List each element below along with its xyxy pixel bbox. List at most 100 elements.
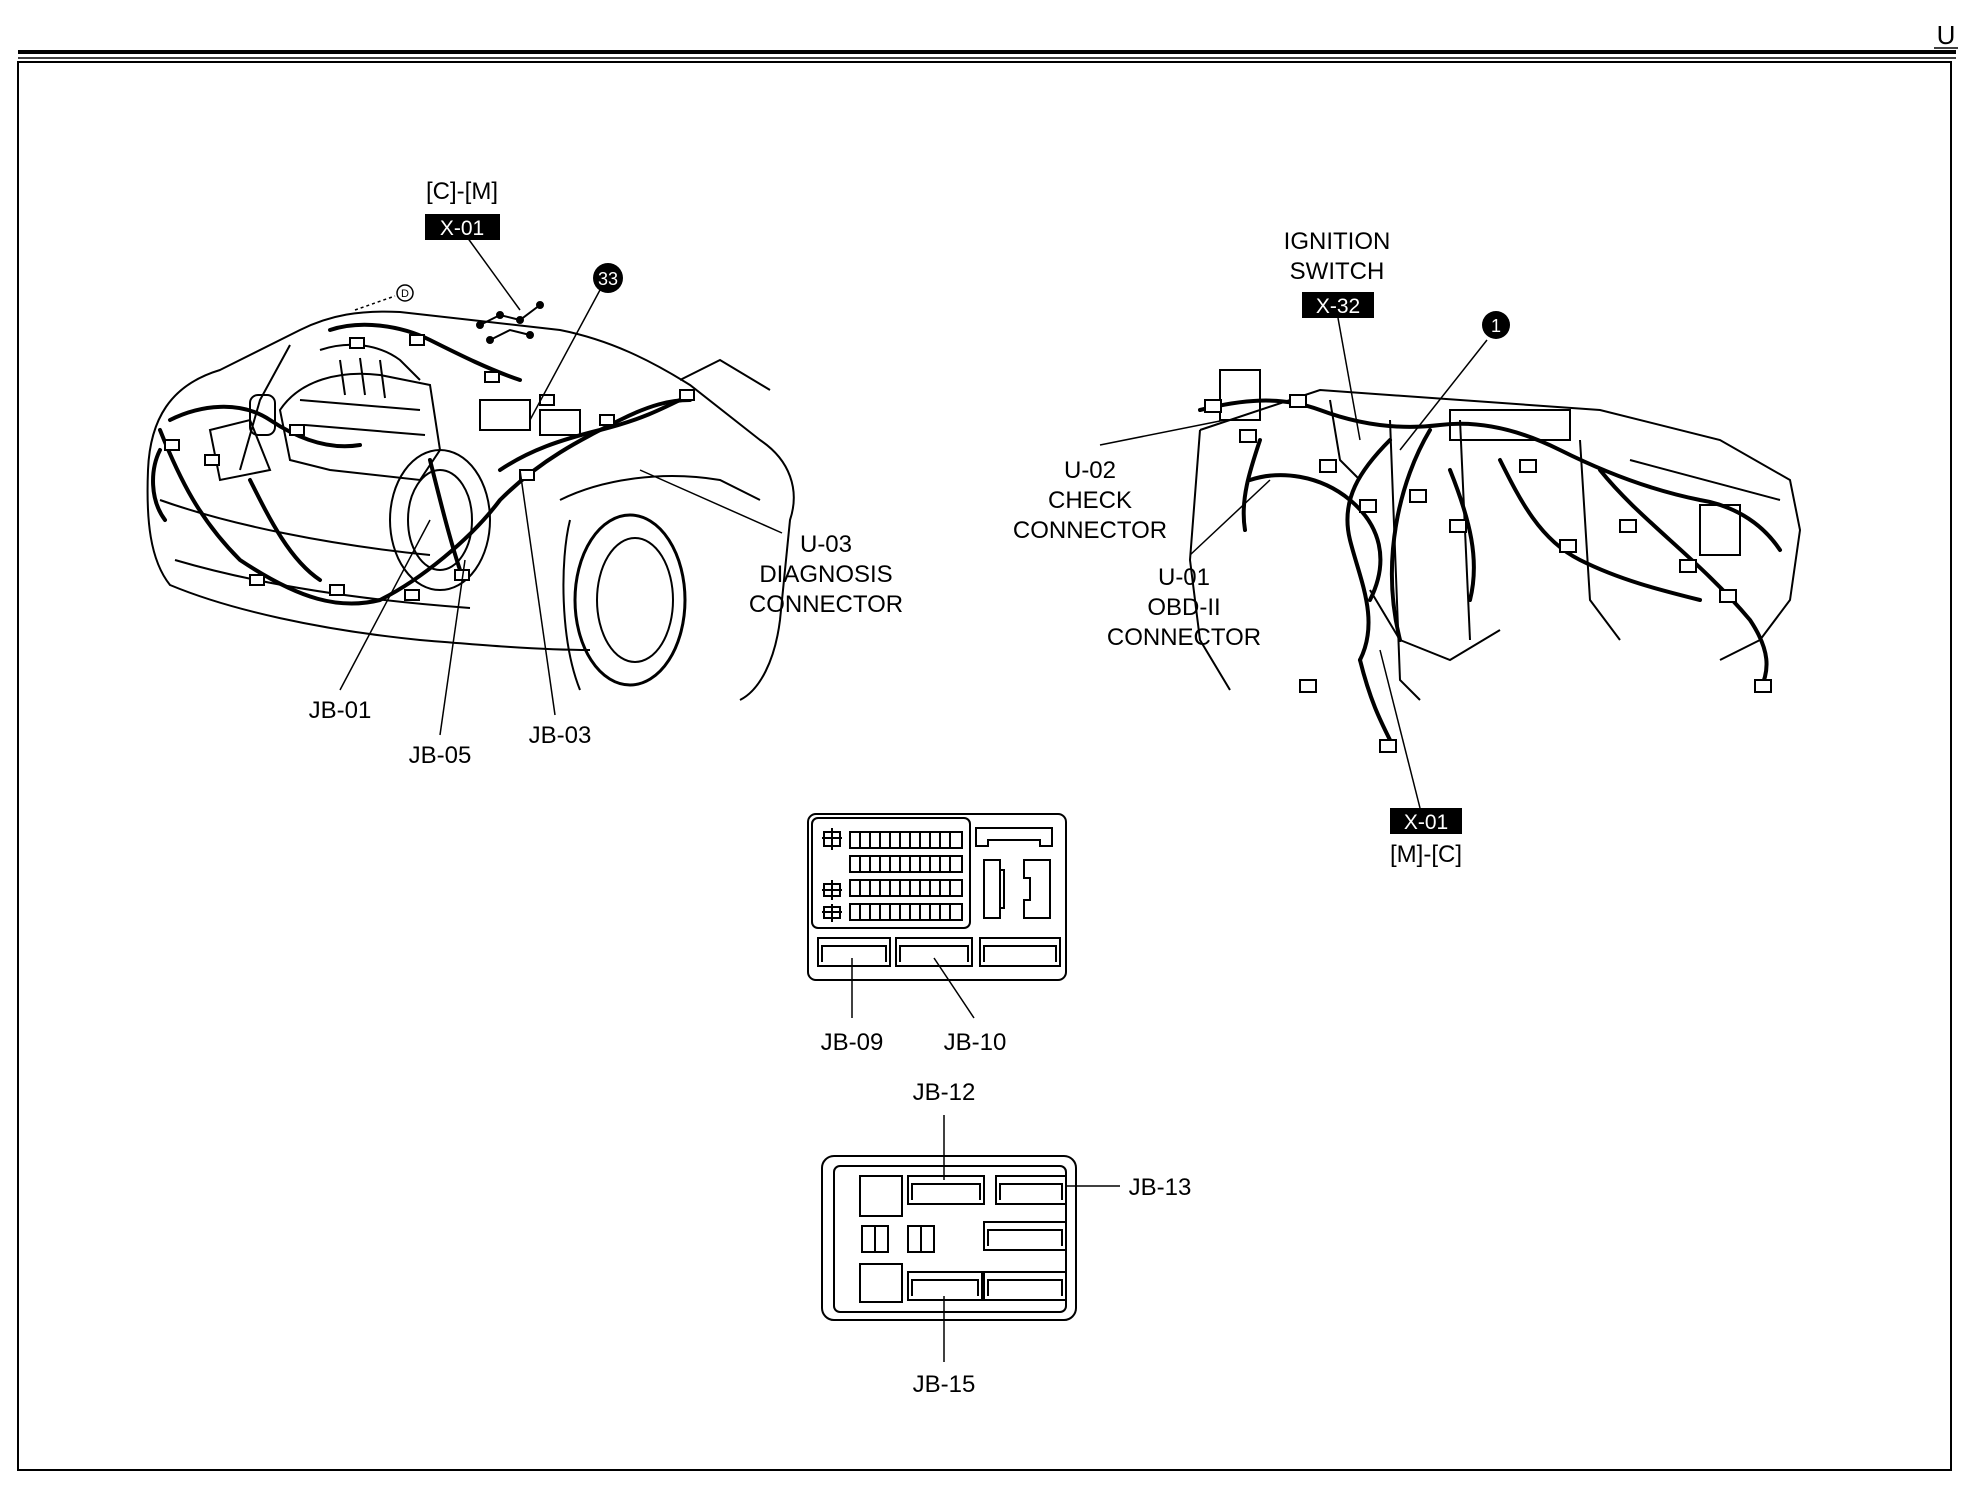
leader-u01 [1189, 479, 1271, 556]
connector [1719, 589, 1737, 603]
relay-mid-connector [983, 1221, 1067, 1251]
dash-steering-column [1329, 399, 1361, 481]
leader-jb10 [933, 957, 975, 1019]
badge-33: 33 [593, 263, 623, 293]
section-letter: U [1937, 20, 1956, 50]
engine-block [278, 372, 442, 482]
tag-x01-bottom: X-01 [1390, 808, 1462, 834]
junction-block-panel [807, 813, 1067, 981]
relay-bottom-right-connector [983, 1271, 1067, 1301]
dashboard-leaders [1099, 317, 1488, 809]
pin [536, 301, 544, 309]
fuse-row [849, 879, 963, 897]
label-c-m: [C]-[M] [426, 178, 498, 205]
connector [1449, 519, 1467, 533]
dash-top-outline [1199, 388, 1802, 661]
fuse-row-3 [849, 879, 963, 897]
connector [1619, 519, 1637, 533]
car-hood-outline [147, 310, 795, 701]
relay-square-top [859, 1175, 903, 1217]
leader-jb03 [519, 469, 556, 716]
engine-wiring-harness [151, 322, 692, 606]
label-jb03: JB-03 [529, 722, 592, 749]
label-jb15: JB-15 [913, 1371, 976, 1398]
label-jb13: JB-13 [1129, 1174, 1192, 1201]
label-u01-line2: OBD-II [1147, 594, 1220, 621]
connector [349, 337, 365, 349]
label-u03-line2: DIAGNOSIS [759, 561, 892, 588]
d-marker-circle [396, 284, 414, 302]
connector [249, 574, 265, 586]
engine-leaders [339, 236, 783, 736]
leader-33 [529, 289, 601, 421]
diagram-frame [17, 61, 1952, 1471]
jb09-connector [817, 937, 891, 967]
relay-symbol-3 [822, 904, 842, 922]
jb-side-connector-2 [1023, 859, 1051, 919]
connector [204, 454, 220, 466]
ground-marker-d: D [354, 284, 414, 311]
connector [484, 371, 500, 383]
label-jb12: JB-12 [913, 1079, 976, 1106]
relay-box-inner [833, 1165, 1067, 1313]
page-header: U [18, 20, 1958, 59]
dash-center-column [1389, 419, 1421, 701]
harness-branch-3 [151, 448, 167, 522]
connector [289, 424, 305, 436]
fuse-box-engine [539, 409, 581, 436]
reservoir [249, 394, 276, 436]
badge-1: 1 [1482, 311, 1510, 339]
fuse-dividers [859, 904, 951, 920]
connector [1409, 489, 1427, 503]
dash-lower-panel [1369, 589, 1501, 662]
jb-panel-outline [807, 813, 1067, 981]
leader-u02 [1099, 419, 1226, 446]
jb12-connector-inner [911, 1183, 981, 1200]
tag-x01-top-bg [425, 214, 500, 240]
connector [1679, 559, 1697, 573]
fuse-row-4 [849, 903, 963, 921]
leader-x01-top [466, 236, 521, 311]
dashboard-connectors [1204, 394, 1772, 753]
intake-runners [339, 357, 386, 399]
leader-jb05 [439, 559, 466, 736]
connector [1754, 679, 1772, 693]
car-inner-panel [239, 344, 291, 471]
dash-bracket-right [1699, 504, 1741, 556]
relay-box-panel [821, 1155, 1077, 1321]
engine-detail-1 [299, 399, 421, 411]
jb09-connector-inner [821, 945, 887, 962]
label-u02-line2: CHECK [1048, 487, 1132, 514]
label-u01-line1: U-01 [1158, 564, 1210, 591]
badge-1-text: 1 [1491, 316, 1501, 336]
connector [519, 469, 535, 481]
pin [476, 321, 484, 329]
harness-obd-branch [1241, 438, 1262, 532]
label-jb10: JB-10 [944, 1029, 1007, 1056]
label-u02-line3: CONNECTOR [1013, 517, 1167, 544]
car-bumper-outline [146, 469, 591, 651]
label-jb09: JB-09 [821, 1029, 884, 1056]
front-wheel [573, 513, 687, 687]
connector [1204, 399, 1222, 413]
label-ignition: IGNITION [1284, 228, 1391, 255]
wheel-arch [562, 519, 581, 691]
leader-badge-1 [1399, 339, 1488, 451]
jb13-connector [995, 1175, 1067, 1205]
relay-box-leaders [943, 1115, 1120, 1362]
relay-mid-connector-inner [987, 1229, 1063, 1246]
label-u03-line1: U-03 [800, 531, 852, 558]
pin [486, 336, 494, 344]
badge-1-circle [1482, 311, 1510, 339]
connector [164, 439, 180, 451]
car-windshield-edge [679, 358, 771, 391]
leader-u03 [639, 469, 783, 534]
headlight-left-inner [407, 469, 473, 571]
jb10-connector [895, 937, 973, 967]
pin [526, 331, 534, 339]
car-bumper-line [159, 499, 431, 556]
jb-right-connector [979, 937, 1061, 967]
connector [1359, 499, 1377, 513]
